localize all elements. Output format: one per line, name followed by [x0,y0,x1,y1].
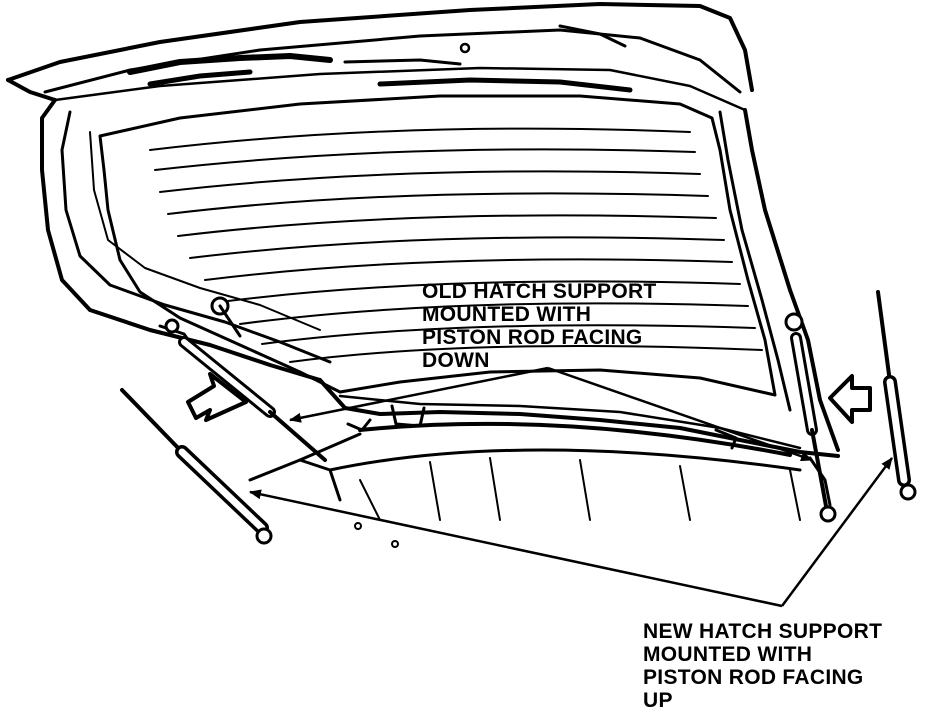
gas-strut-icon [158,296,837,523]
label-line: DOWN [422,349,490,372]
label-line: OLD HATCH SUPPORT [422,280,657,303]
old-hatch-support-label: OLD HATCH SUPPORT MOUNTED WITH PISTON RO… [422,280,657,372]
label-line: PISTON ROD FACING [643,666,864,689]
gas-strut-icon [120,290,917,545]
hatch-door-icon [6,2,840,548]
label-line: UP [643,689,673,712]
new-hatch-support-label: NEW HATCH SUPPORT MOUNTED WITH PISTON RO… [643,620,882,712]
label-line: PISTON ROD FACING [422,326,643,349]
leader-lines [249,366,894,608]
label-line: MOUNTED WITH [422,303,592,326]
arrow-icon [186,372,248,422]
label-line: MOUNTED WITH [643,643,813,666]
arrow-icon [828,374,872,424]
label-line: NEW HATCH SUPPORT [643,620,883,643]
